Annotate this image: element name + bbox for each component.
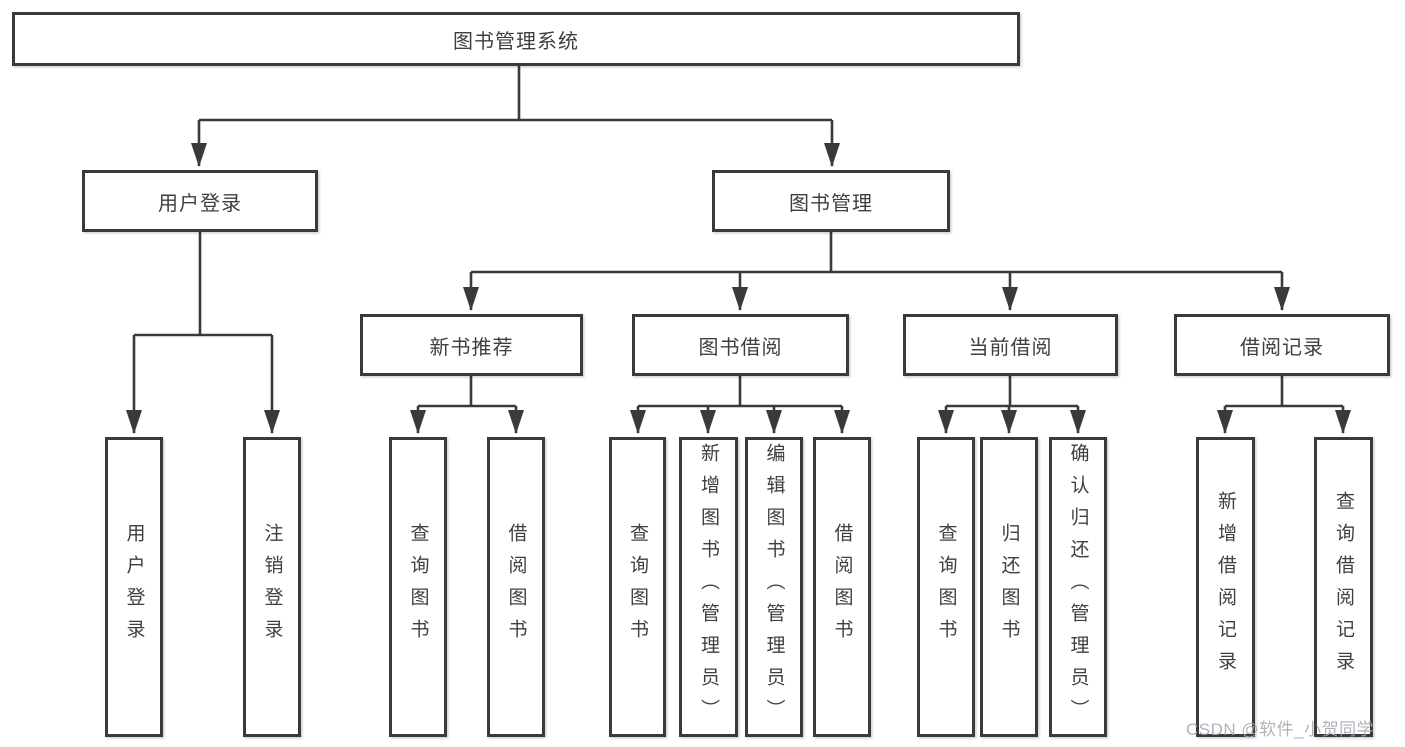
node-label: 当前借阅: [968, 336, 1053, 359]
leaf-borrow-books: 借阅图书: [813, 437, 871, 737]
leaf-add-borrow-record: 新增借阅记录: [1196, 437, 1255, 737]
leaf-edit-books-admin: 编辑图书（管理员）: [745, 437, 803, 737]
node-label: 图书管理: [789, 192, 873, 215]
leaf-borrow-books-recommend: 借阅图书: [487, 437, 545, 737]
node-label: 借阅记录: [1240, 336, 1324, 359]
node-label: 新书推荐: [429, 336, 514, 359]
node-label: 查询图书: [627, 523, 648, 651]
node-label: 用户登录: [123, 523, 145, 651]
leaf-query-books-recommend: 查询图书: [389, 437, 447, 737]
leaf-add-books-admin: 新增图书（管理员）: [679, 437, 738, 737]
node-label: 归还图书: [998, 523, 1020, 651]
leaf-confirm-return-admin: 确认归还（管理员）: [1049, 437, 1107, 737]
node-label: 查询借阅记录: [1333, 491, 1354, 683]
leaf-logout: 注销登录: [243, 437, 301, 737]
node-label: 新增借阅记录: [1215, 491, 1236, 683]
node-label: 查询图书: [935, 523, 957, 651]
leaf-query-books-borrowing: 查询图书: [609, 437, 666, 737]
node-book-borrowing: 图书借阅: [632, 314, 849, 376]
csdn-watermark: CSDN @软件_小贺同学: [1186, 720, 1375, 739]
node-label: 借阅图书: [831, 523, 853, 651]
node-new-book-recommendation: 新书推荐: [360, 314, 583, 376]
node-label: 图书借阅: [698, 336, 783, 359]
leaf-query-books-current: 查询图书: [917, 437, 975, 737]
node-book-management: 图书管理: [712, 170, 950, 232]
node-label: 新增图书（管理员）: [698, 443, 719, 731]
leaf-query-borrow-record: 查询借阅记录: [1314, 437, 1373, 737]
node-label: 编辑图书（管理员）: [763, 443, 785, 731]
node-borrowing-records: 借阅记录: [1174, 314, 1390, 376]
node-current-borrowing: 当前借阅: [903, 314, 1118, 376]
node-label: 用户登录: [158, 192, 242, 215]
leaf-return-books: 归还图书: [980, 437, 1038, 737]
node-label: 确认归还（管理员）: [1067, 443, 1089, 731]
node-label: 借阅图书: [505, 523, 527, 651]
node-root-library-system: 图书管理系统: [12, 12, 1020, 66]
node-label: 图书管理系统: [453, 30, 579, 53]
node-user-login: 用户登录: [82, 170, 318, 232]
leaf-user-login: 用户登录: [105, 437, 163, 737]
node-label: 查询图书: [407, 523, 429, 651]
node-label: 注销登录: [261, 523, 283, 651]
